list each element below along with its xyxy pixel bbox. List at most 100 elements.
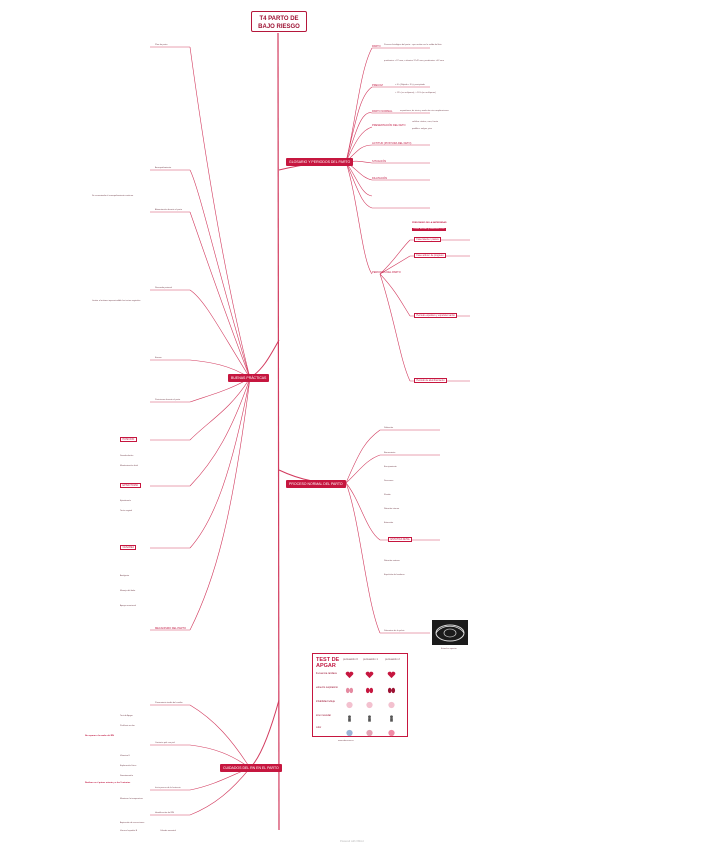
leaf-cuidados-5: Profilaxis ocular (120, 725, 135, 727)
heart-icon (365, 666, 374, 679)
apgar-card: TEST DE APGAR puntuación 0 puntuación 1 … (312, 653, 408, 737)
node-precoz[interactable]: PRECOZ (372, 84, 383, 87)
leaf-precoz-1: < 4 h (Rápido < 3 h): precipitado (395, 84, 425, 86)
leaf-cuidados-9: Mantener la temperatura (120, 798, 143, 800)
leaf-proceso-8: Expulsión de hombros (384, 574, 405, 576)
note-tactos: Limitar al mínimo imprescindible los tac… (92, 300, 141, 302)
node-periodos[interactable]: PERIODOS DEL PARTO (372, 271, 401, 274)
baby-color-icon (365, 724, 374, 737)
baby-color-icon (387, 724, 396, 737)
leaf-cuidados-11: Vacuna hepatitis B (120, 830, 138, 832)
leaf-parto-1: Proceso fisiológico del parto... que aca… (384, 44, 442, 46)
node-situacion[interactable]: SITUACIÓN (372, 160, 387, 163)
leaf-parto-normal: espontáneo, de inicio y evolución sin co… (400, 110, 449, 112)
hub-proceso-normal[interactable]: PROCESO NORMAL DEL PARTO (286, 480, 346, 489)
leaf-proceso-3: Descenso (384, 480, 394, 482)
baby-face-icon (365, 696, 374, 709)
leaf-proceso-0: Dilatación (384, 427, 394, 429)
leaf-buenas-11: Manejo del dolor (120, 590, 136, 592)
leaf-cuidados-2: Inicio precoz de la lactancia (155, 787, 181, 789)
leaf-cuidados-3: Identificación del RN (155, 812, 175, 814)
leaf-cuidados-10: Aspiración de secreciones (120, 822, 145, 824)
leaf-buenas-8: Episiotomía (120, 500, 131, 502)
leaf-buenas-3: Rasurado perineal (155, 287, 172, 289)
leaf-buenas-7: Monitorización fetal (120, 465, 138, 467)
heart-icon (387, 666, 396, 679)
note-predominio: PREDOMINIO DE LA MATERNIDAD (412, 222, 447, 224)
baby-body-icon (345, 710, 354, 722)
baby-face-icon (345, 696, 354, 709)
leaf-buenas-1: Acompañamiento (155, 167, 172, 169)
node-posicion[interactable]: POSICIÓN (120, 437, 137, 442)
leaf-cuidados-1: Contacto piel con piel (155, 742, 175, 744)
footer-credit: Powered with XMind (340, 840, 364, 843)
leaf-presentacion-2: podálica: nalgas, pies (412, 128, 432, 130)
apgar-header-0: puntuación 0 (343, 658, 358, 661)
leaf-cuidados-0: Pinzamiento tardío del cordón (155, 702, 183, 704)
leaf-buenas-6: Deambulación (120, 455, 134, 457)
node-expulsivo[interactable]: Período expulsivo y expulsivo tardío (414, 313, 458, 318)
map-title: T4 PARTO DE BAJO RIESGO (251, 11, 307, 32)
leaf-parto-2: pretérmino: <37 sem; a término 37-42 sem… (384, 60, 444, 62)
apgar-header-1: puntuación 1 (363, 658, 378, 661)
leaf-buenas-0: Plan de parto (155, 44, 168, 46)
note-apgar-timing: Realizar en el primer minuto y a los 5 m… (85, 782, 131, 784)
note-pelvis: Diámetros de la pelvis (384, 630, 405, 632)
node-alumbramiento[interactable]: Periodo de alumbramiento (414, 378, 448, 383)
leaf-cuidados-8: Somatometría (120, 775, 134, 777)
baby-color-icon (345, 724, 354, 737)
pelvis-image (432, 620, 468, 645)
apgar-caption: www.educarex.es (338, 740, 354, 742)
node-parto[interactable]: PARTO (372, 45, 381, 48)
leaf-cuidados-4: Test de Apgar (120, 715, 133, 717)
leaf-buenas-12: Apoyo emocional (120, 605, 136, 607)
node-estatica-fetal[interactable]: ESTÁTICA FETAL (388, 537, 413, 542)
leaf-buenas-2: Alimentación durante el parto (155, 209, 183, 211)
pelvis-caption: Estrecho superior (441, 648, 457, 650)
node-presentacion[interactable]: PRESENTACIÓN DEL FETO (372, 124, 406, 127)
lungs-icon (365, 681, 374, 694)
hub-glosario[interactable]: GLOSARIO Y PERIODOS DEL PARTO (286, 158, 354, 167)
node-mecanismo[interactable]: MECANISMO DEL PARTO (155, 627, 187, 630)
lungs-icon (345, 681, 354, 694)
leaf-presentacion-1: cefálica: vértice, cara, frente (412, 121, 438, 123)
baby-body-icon (387, 710, 396, 722)
node-fase-activa[interactable]: Fase activa / de progreso (414, 253, 446, 258)
apgar-row-0: frecuencia cardiaca (316, 672, 337, 675)
leaf-buenas-9: Tacto vaginal (120, 510, 133, 512)
apgar-header-2: puntuación 2 (385, 658, 400, 661)
hub-cuidados-rn[interactable]: CUIDADOS DEL RN EN EL PARTO (220, 764, 282, 773)
note-no-separar: No separar a la madre del RN (85, 735, 114, 737)
node-cesarea[interactable]: CESÁREA (120, 545, 137, 550)
apgar-row-4: color (316, 726, 322, 729)
leaf-proceso-6: Extensión (384, 522, 394, 524)
leaf-buenas-4: Enema (155, 357, 162, 359)
leaf-proceso-2: Encajamiento (384, 466, 397, 468)
leaf-proceso-5: Rotación interna (384, 508, 400, 510)
leaf-precoz-2: > 12 h (en nulíparas), > 18 h (en multíp… (395, 92, 436, 94)
hub-buenas-practicas[interactable]: BUENAS PRÁCTICAS (228, 374, 270, 383)
apgar-row-1: esfuerzo respiratorio (316, 686, 338, 689)
node-episiotomia[interactable]: EPISIOTOMÍA (120, 483, 141, 488)
leaf-proceso-4: Flexión (384, 494, 391, 496)
node-dilatacion[interactable]: DILATACIÓN (372, 177, 388, 180)
leaf-proceso-1: Borramiento (384, 452, 396, 454)
note-cuello: cuello borrado y dilatación 4 cm (412, 228, 446, 231)
apgar-row-3: tono muscular (316, 714, 332, 717)
leaf-proceso-7: Rotación externa (384, 560, 400, 562)
node-fase-latente[interactable]: Fase latente / pasiva (414, 237, 442, 242)
apgar-title: TEST DE APGAR (316, 657, 340, 669)
node-actitud[interactable]: ACTITUD (POSTURA DEL FETO) (372, 142, 412, 145)
leaf-cuidados-7: Exploración física (120, 765, 137, 767)
leaf-cuidados-12: Cribado neonatal (160, 830, 176, 832)
note-acompanamiento: Se recomienda el acompañamiento continuo (92, 195, 134, 197)
leaf-cuidados-6: Vitamina K (120, 755, 131, 757)
baby-face-icon (387, 696, 396, 709)
leaf-buenas-10: Analgesia (120, 575, 130, 577)
heart-icon (345, 666, 354, 679)
node-parto-normal[interactable]: PARTO NORMAL (372, 110, 393, 113)
lungs-icon (387, 681, 396, 694)
apgar-row-2: irritabilidad refleja (316, 700, 335, 703)
baby-body-icon (365, 710, 374, 722)
